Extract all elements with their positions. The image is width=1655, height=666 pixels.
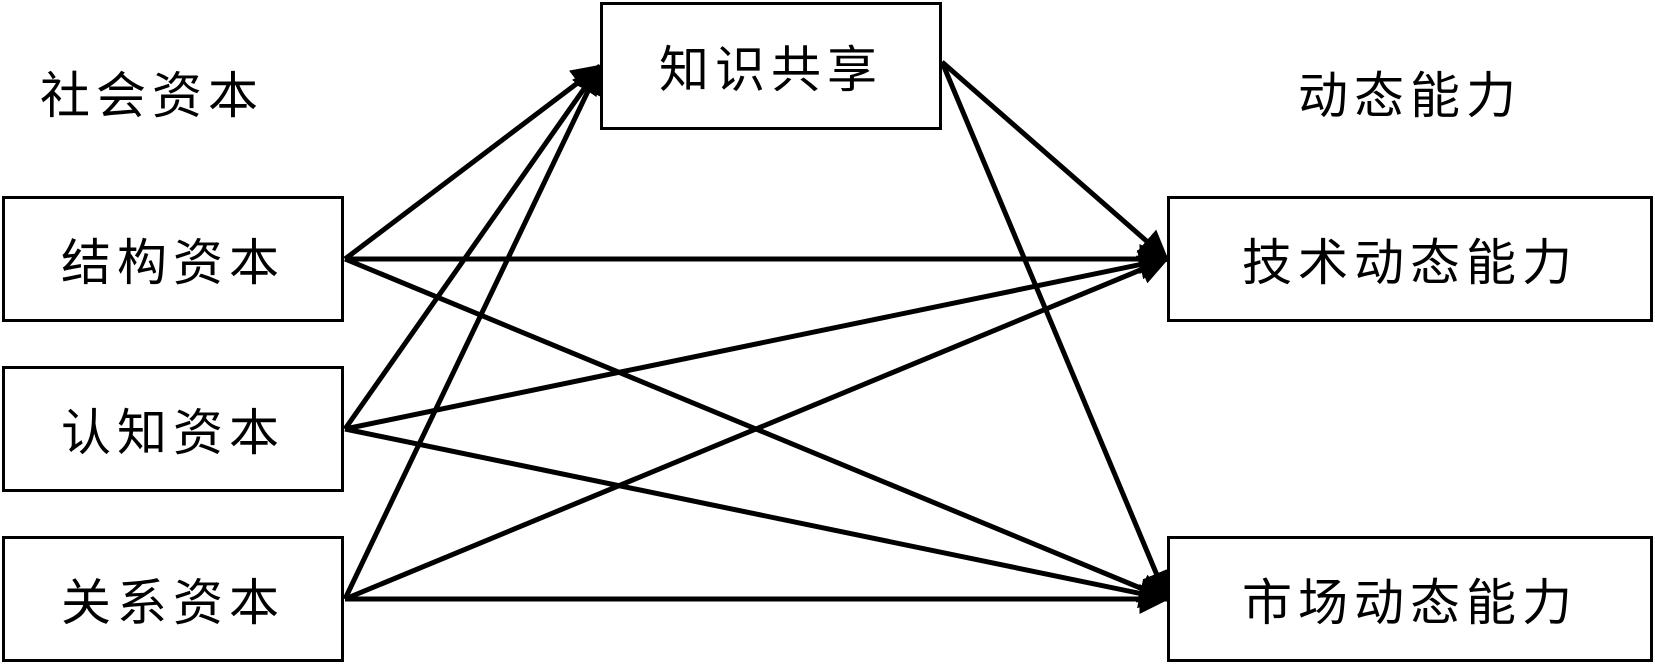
arrow-knowledge-sharing-to-tech-dynamic-capability xyxy=(940,60,1169,261)
market-dynamic-capability-box: 市场动态能力 xyxy=(1167,536,1653,662)
relational-capital-box: 关系资本 xyxy=(2,536,344,662)
dynamic-capability-heading: 动态能力 xyxy=(1298,67,1522,125)
structural-capital-box: 结构资本 xyxy=(2,196,344,322)
arrow-knowledge-sharing-to-market-dynamic-capability xyxy=(939,61,1171,602)
cognitive-capital-box: 认知资本 xyxy=(2,366,344,492)
social-capital-heading: 社会资本 xyxy=(40,67,264,125)
arrow-cognitive-capital-to-tech-dynamic-capability xyxy=(344,249,1170,432)
arrow-structural-capital-to-knowledge-sharing xyxy=(343,64,602,261)
arrow-relational-capital-to-knowledge-sharing xyxy=(342,63,603,601)
knowledge-sharing-box: 知识共享 xyxy=(600,2,942,130)
edge-group xyxy=(342,60,1171,614)
tech-dynamic-capability-box: 技术动态能力 xyxy=(1167,196,1653,322)
arrow-cognitive-capital-to-knowledge-sharing xyxy=(342,63,603,431)
arrow-relational-capital-to-tech-dynamic-capability xyxy=(344,255,1170,602)
arrow-cognitive-capital-to-market-dynamic-capability xyxy=(344,426,1170,609)
